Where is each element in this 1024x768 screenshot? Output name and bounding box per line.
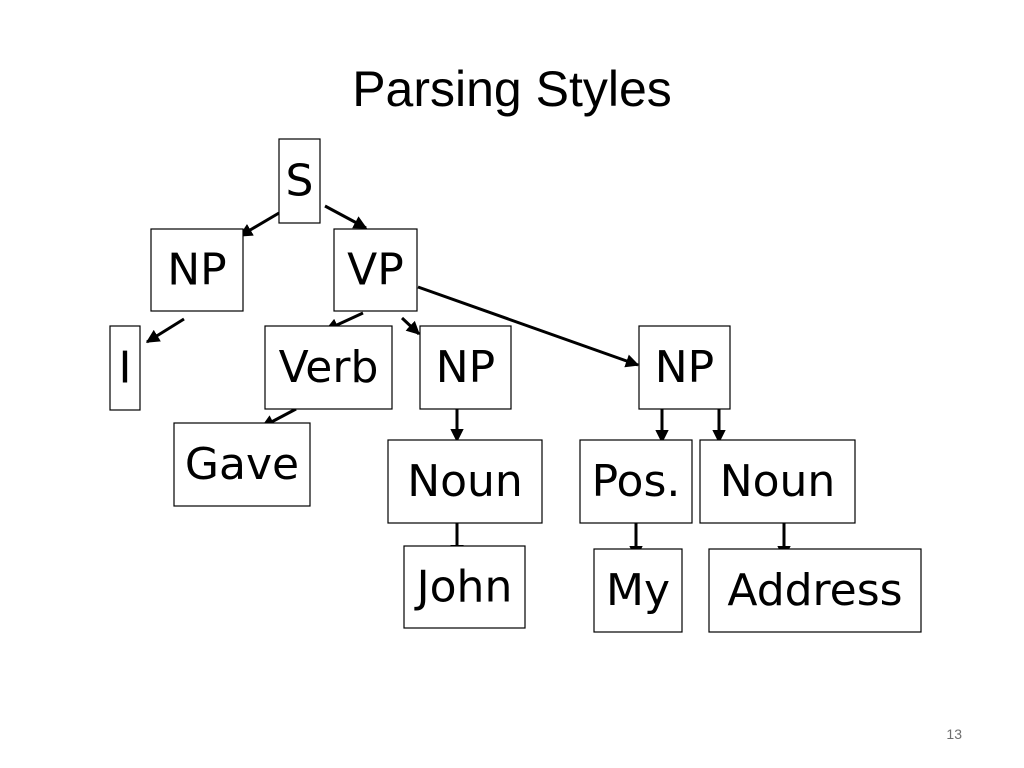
node-label-noun1: Noun bbox=[407, 456, 523, 507]
node-label-vp: VP bbox=[347, 245, 404, 296]
edge-vp-to-np3 bbox=[417, 285, 640, 368]
node-box-i bbox=[109, 325, 141, 411]
node-label-address: Address bbox=[727, 565, 902, 616]
node-vp: VP bbox=[333, 228, 418, 312]
node-box-np3 bbox=[638, 325, 731, 410]
edge-s-to-np1 bbox=[238, 211, 280, 238]
slide-title: Parsing Styles bbox=[352, 61, 672, 117]
node-label-john: John bbox=[414, 562, 513, 613]
node-pos: Pos. bbox=[579, 439, 693, 524]
node-my: My bbox=[593, 548, 683, 633]
node-label-gave: Gave bbox=[185, 439, 299, 490]
node-box-verb bbox=[264, 325, 393, 410]
node-i: I bbox=[109, 325, 141, 411]
node-s: S bbox=[278, 138, 321, 224]
edge-s-to-vp bbox=[324, 204, 368, 230]
node-np1: NP bbox=[150, 228, 244, 312]
node-noun2: Noun bbox=[699, 439, 856, 524]
page-number: 13 bbox=[946, 726, 962, 742]
node-verb: Verb bbox=[264, 325, 393, 410]
node-box-noun1 bbox=[387, 439, 543, 524]
node-noun1: Noun bbox=[387, 439, 543, 524]
edge-np1-to-i bbox=[145, 317, 185, 344]
node-address: Address bbox=[708, 548, 922, 633]
node-box-np2 bbox=[419, 325, 512, 410]
node-box-gave bbox=[173, 422, 311, 507]
node-box-s bbox=[278, 138, 321, 224]
node-np3: NP bbox=[638, 325, 731, 410]
node-box-my bbox=[593, 548, 683, 633]
node-box-noun2 bbox=[699, 439, 856, 524]
node-label-pos: Pos. bbox=[592, 456, 681, 507]
node-box-john bbox=[403, 545, 526, 629]
node-label-i: I bbox=[119, 343, 132, 394]
edge-vp-to-np2 bbox=[400, 316, 421, 336]
node-gave: Gave bbox=[173, 422, 311, 507]
node-np2: NP bbox=[419, 325, 512, 410]
node-box-address bbox=[708, 548, 922, 633]
node-box-np1 bbox=[150, 228, 244, 312]
node-label-np3: NP bbox=[655, 342, 714, 393]
node-box-pos bbox=[579, 439, 693, 524]
node-label-s: S bbox=[286, 156, 314, 207]
node-label-my: My bbox=[606, 565, 670, 616]
node-label-verb: Verb bbox=[279, 342, 379, 393]
node-john: John bbox=[403, 545, 526, 629]
node-label-np1: NP bbox=[167, 245, 226, 296]
node-box-vp bbox=[333, 228, 418, 312]
node-label-noun2: Noun bbox=[720, 456, 836, 507]
node-label-np2: NP bbox=[436, 342, 495, 393]
